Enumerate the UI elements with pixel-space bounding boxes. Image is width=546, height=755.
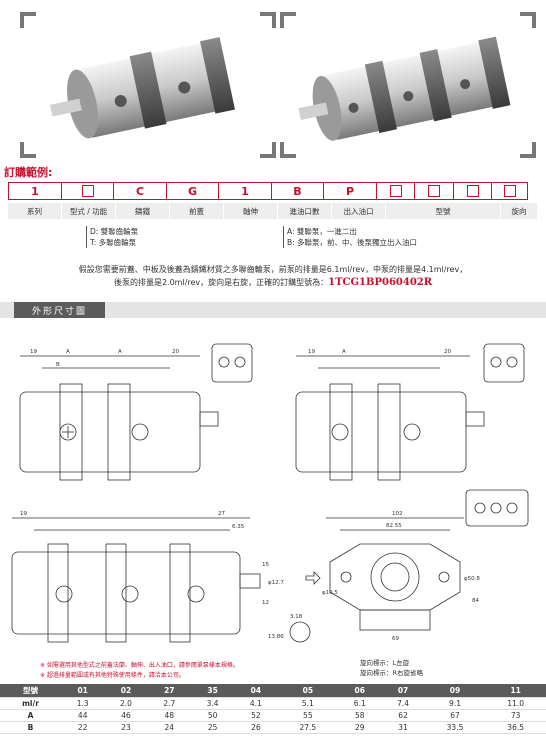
label-front-cover: 前蓋 bbox=[170, 203, 224, 219]
order-label-row: 系列 型式 / 功能 鑄鐵 前蓋 軸伸 進油口數 出入油口 型號 旋向 bbox=[8, 203, 538, 219]
dim-15: 15 bbox=[262, 562, 269, 568]
dim-a: A bbox=[66, 349, 70, 355]
example-code: 1TCG1BP060402R bbox=[328, 277, 433, 288]
dim-105: φ10.5 bbox=[322, 590, 338, 596]
order-description: 假設您需要前蓋、中板及後蓋為鑄鐵材質之多聯齒輪泵，前泵的排量是6.1ml/rev… bbox=[0, 263, 546, 289]
header-cell: 05 bbox=[277, 684, 339, 698]
note-multi: T: 多聯齒輪泵 bbox=[90, 238, 137, 247]
inlet-notes: A: 雙聯泵，一進二出 B: 多聯泵，前、中、後泵獨立出入油口 bbox=[283, 226, 417, 248]
header-cell: 09 bbox=[424, 684, 486, 698]
dim-b: B bbox=[56, 362, 60, 368]
dim-1386: 13.86 bbox=[268, 634, 284, 640]
section-bar bbox=[0, 302, 546, 318]
rotation-legend-right: 旋向標示：R右旋省略 bbox=[360, 669, 424, 677]
label-type: 型式 / 功能 bbox=[62, 203, 116, 219]
header-cell: 04 bbox=[234, 684, 278, 698]
dimension-drawings: 19 A A 20 B 19 A 20 19 27 6.35 15 φ12.7 … bbox=[11, 343, 529, 643]
code-cell-type bbox=[60, 182, 115, 200]
label-series: 系列 bbox=[8, 203, 62, 219]
dim-8255: 82.55 bbox=[386, 523, 402, 529]
triple-pump-photo bbox=[278, 10, 538, 160]
dim-19: 19 bbox=[30, 349, 37, 355]
code-cell-model-2 bbox=[414, 182, 454, 200]
label-inlet-count: 進油口數 bbox=[278, 203, 332, 219]
label-shaft: 軸伸 bbox=[224, 203, 278, 219]
dim-84: 84 bbox=[472, 598, 479, 604]
dim-69: 69 bbox=[392, 636, 399, 642]
header-cell: 35 bbox=[190, 684, 235, 698]
header-cell: 11 bbox=[485, 684, 546, 698]
code-cell-rotation bbox=[491, 182, 528, 200]
dim-318: 3.18 bbox=[290, 614, 303, 620]
header-cell: 06 bbox=[338, 684, 382, 698]
dim-27: 27 bbox=[218, 511, 225, 517]
table-row: B 22 23 24 25 26 27.5 29 31 33.5 36.5 bbox=[0, 721, 546, 734]
flange-front-view bbox=[326, 517, 464, 631]
code-cell-front-cover: G bbox=[165, 182, 220, 200]
triple-pump-drawing bbox=[11, 489, 529, 643]
code-cell-inlet-count: B bbox=[270, 182, 325, 200]
section-title: 外形尺寸圖 bbox=[14, 302, 106, 318]
double-pump-drawing-right bbox=[295, 343, 525, 481]
footnote-2: ※ 超過排量範圍或有其他特殊使用條件，請洽本公司。 bbox=[40, 672, 185, 679]
note-b: B: 多聯泵，前、中、後泵獨立出入油口 bbox=[287, 238, 418, 247]
header-cell: 01 bbox=[61, 684, 105, 698]
code-cell-port: P bbox=[323, 182, 377, 200]
spec-table: 型號 01 02 27 35 04 05 06 07 09 11 ml/r 1.… bbox=[0, 684, 546, 734]
type-notes: D: 雙聯齒輪泵 T: 多聯齒輪泵 bbox=[86, 226, 138, 248]
dim-102: 102 bbox=[392, 511, 403, 517]
note-double: D: 雙聯齒輪泵 bbox=[90, 227, 139, 236]
dim-19-triple: 19 bbox=[20, 511, 27, 517]
code-cell-shaft: 1 bbox=[218, 182, 272, 200]
order-code-row: 1 C G 1 B P bbox=[8, 182, 538, 200]
label-model: 型號 bbox=[386, 203, 501, 219]
dim-20: 20 bbox=[172, 349, 179, 355]
dim-19-right: 19 bbox=[308, 349, 315, 355]
code-cell-material: C bbox=[113, 182, 167, 200]
dim-a-2: A bbox=[118, 349, 122, 355]
order-example-title: 訂購範例: bbox=[4, 166, 53, 179]
dim-635: 6.35 bbox=[232, 524, 245, 530]
dim-a-right: A bbox=[342, 349, 346, 355]
code-cell-model-3 bbox=[452, 182, 493, 200]
dim-phi: φ12.7 bbox=[268, 580, 284, 586]
header-cell: 型號 bbox=[0, 684, 62, 698]
label-material: 鑄鐵 bbox=[116, 203, 170, 219]
footnote-1: ※ 如需選用其他型式之前蓋法蘭、軸伸、出入油口，請參閱單泵樣本規格。 bbox=[40, 662, 239, 669]
table-header: 型號 01 02 27 35 04 05 06 07 09 11 bbox=[0, 684, 546, 698]
label-port: 出入油口 bbox=[332, 203, 386, 219]
dim-12: 12 bbox=[262, 600, 269, 606]
table-row: A 44 46 48 50 52 55 58 62 67 73 bbox=[0, 709, 546, 722]
label-rotation: 旋向 bbox=[501, 203, 538, 219]
arrow-icon bbox=[305, 571, 321, 585]
note-a: A: 雙聯泵，一進二出 bbox=[287, 227, 357, 236]
rotation-legend-left: 旋向標示：L左旋 bbox=[360, 659, 410, 667]
header-cell: 02 bbox=[104, 684, 148, 698]
table-row: ml/r 1.3 2.0 2.7 3.4 4.1 5.1 6.1 7.4 9.1… bbox=[0, 697, 546, 710]
code-cell-model-1 bbox=[375, 182, 416, 200]
header-cell: 07 bbox=[381, 684, 425, 698]
header-cell: 27 bbox=[147, 684, 191, 698]
code-cell-series: 1 bbox=[8, 182, 62, 200]
double-pump-photo bbox=[18, 10, 278, 160]
double-pump-drawing bbox=[19, 343, 253, 481]
dim-20-right: 20 bbox=[444, 349, 451, 355]
description-line-2: 後泵的排量是2.0ml/rev，旋向是右旋，正確的訂購型號為： bbox=[113, 278, 329, 287]
dim-phi50: φ50.8 bbox=[464, 576, 480, 582]
description-line-1: 假設您需要前蓋、中板及後蓋為鑄鐵材質之多聯齒輪泵，前泵的排量是6.1ml/rev… bbox=[78, 265, 468, 274]
